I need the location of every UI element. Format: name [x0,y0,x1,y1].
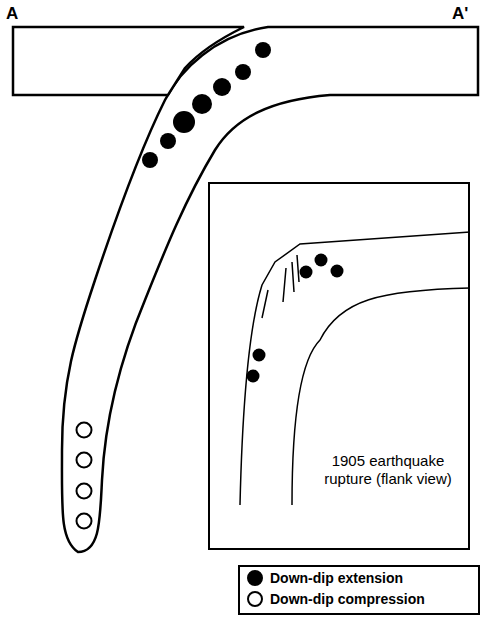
inset-events [247,254,344,383]
compression-events [77,423,92,529]
inset-slab [240,232,470,505]
legend-symbol [248,571,262,585]
legend-label: Down-dip compression [270,591,425,607]
section-end-label: A' [452,5,468,22]
section-end-label: A [6,5,18,22]
inset-box: 1905 earthquake rupture (flank view) [208,182,470,550]
slab-outline [62,27,478,552]
extension-events [142,42,271,168]
legend-box: Down-dip extensionDown-dip compression [238,565,480,615]
legend-swatch [246,590,264,608]
inset-caption: 1905 earthquake rupture (flank view) [322,452,454,488]
legend-entry: Down-dip compression [246,590,425,608]
legend-label: Down-dip extension [270,570,403,586]
legend-symbol [248,592,262,606]
legend-entry: Down-dip extension [246,569,403,587]
legend-swatch [246,569,264,587]
overriding-plate [13,27,244,95]
